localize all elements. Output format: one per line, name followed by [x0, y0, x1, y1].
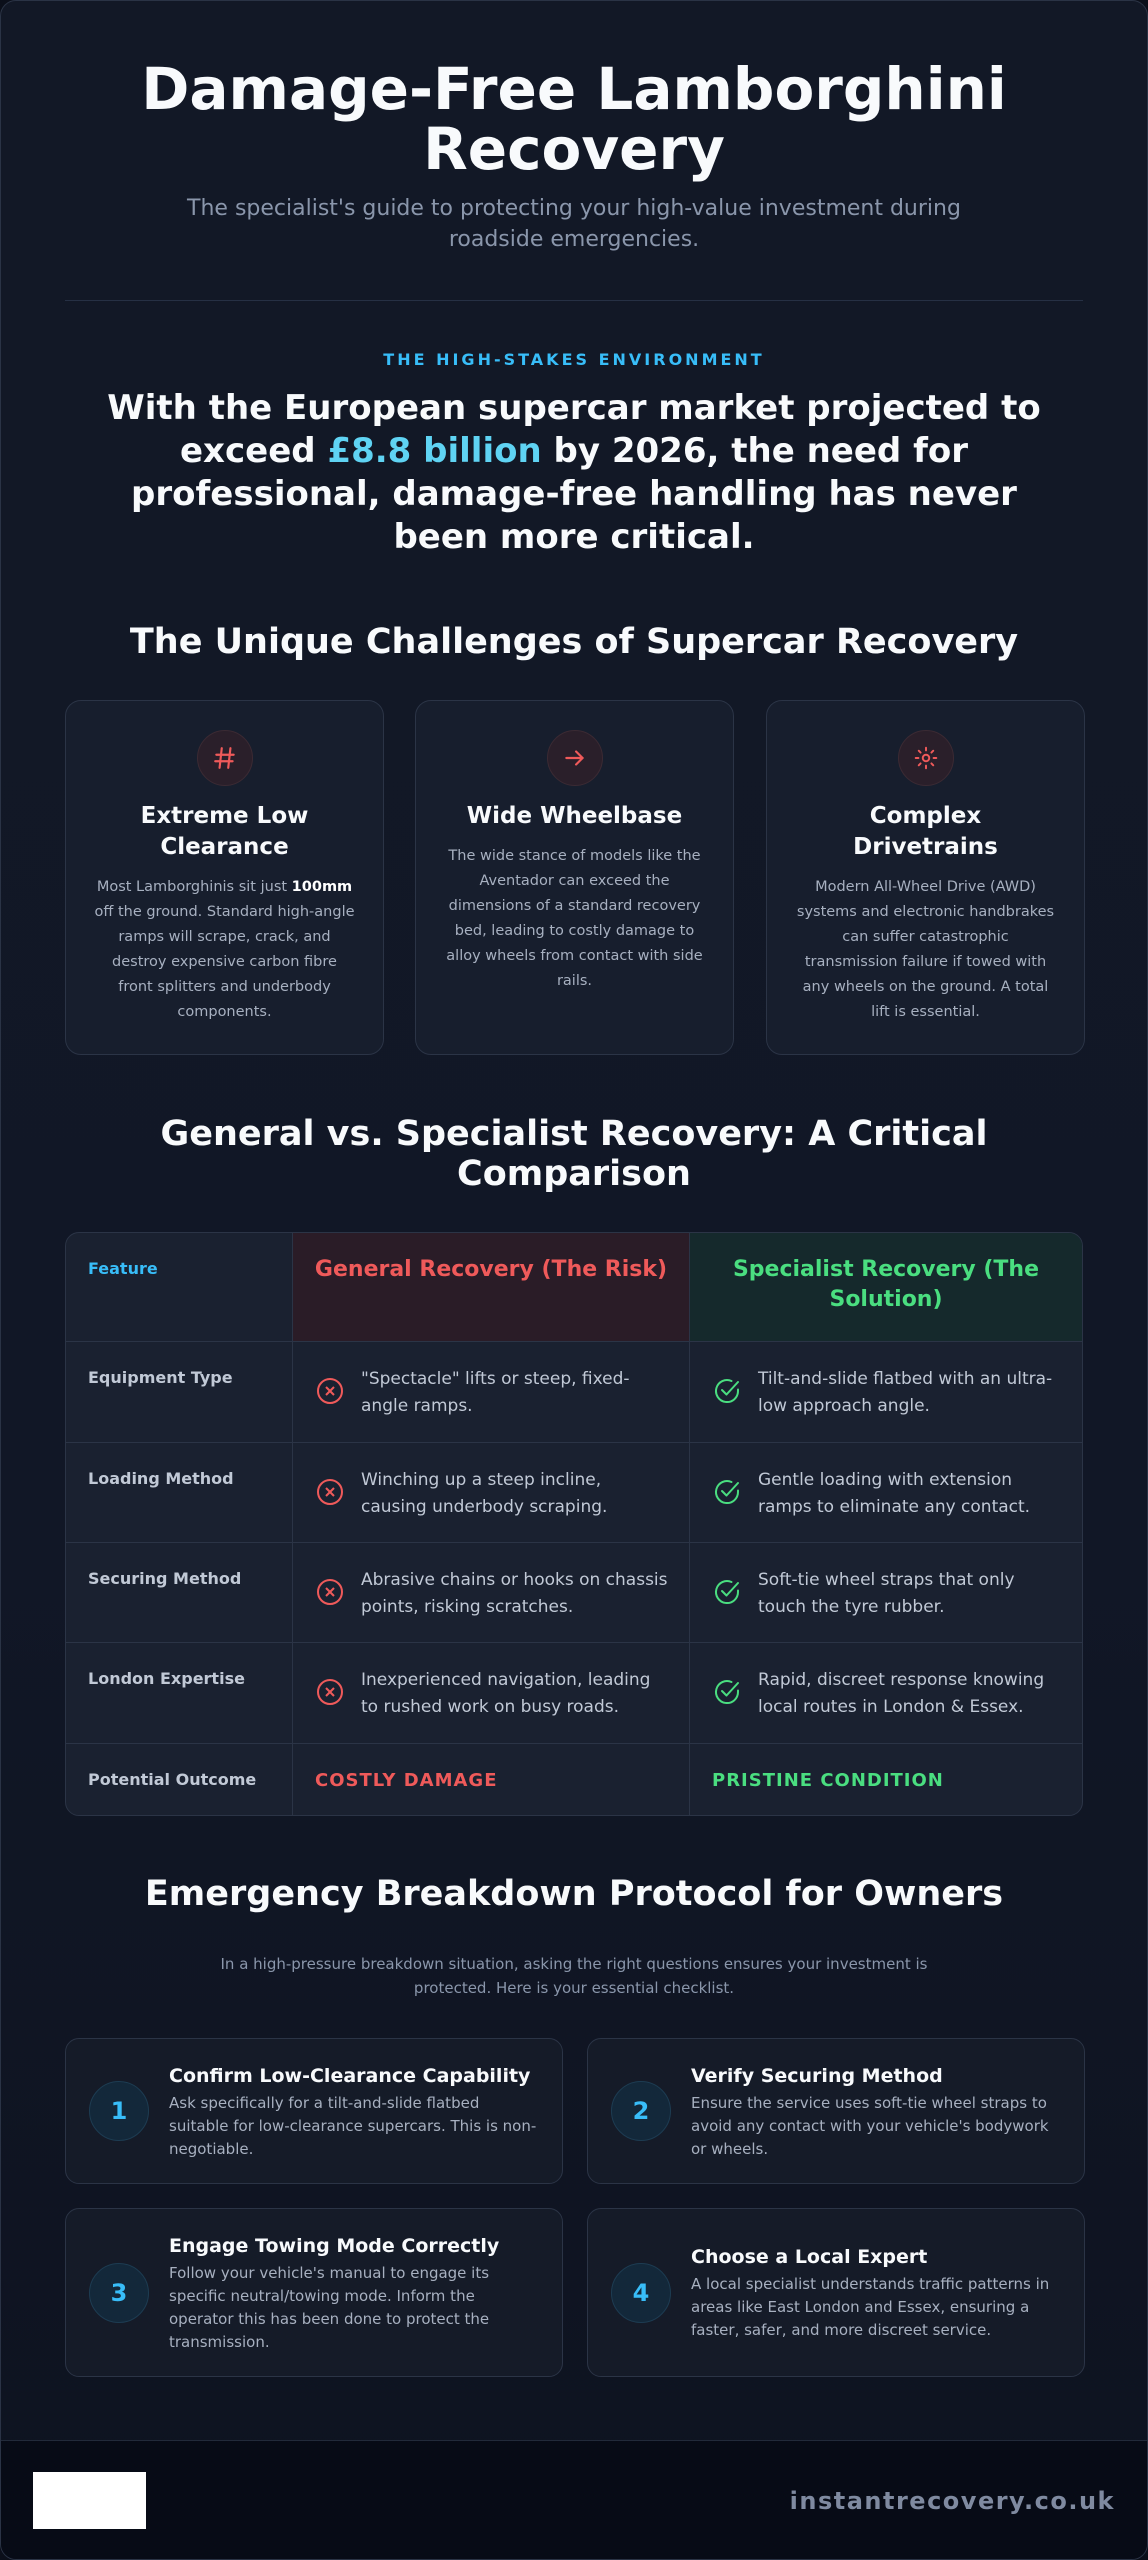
checklist-step-2: 2 Verify Securing Method Ensure the serv… [587, 2038, 1085, 2184]
step-body: Follow your vehicle's manual to engage i… [169, 2264, 490, 2351]
checklist-step-3: 3 Engage Towing Mode Correctly Follow yo… [65, 2208, 563, 2377]
feature-column-header: Feature [88, 1259, 158, 1278]
feature-cell: Securing Method [66, 1543, 293, 1642]
general-cell: "Spectacle" lifts or steep, fixed-angle … [293, 1342, 690, 1442]
check-circle-icon [715, 1480, 740, 1504]
comparison-title: General vs. Specialist Recovery: A Criti… [160, 1114, 988, 1194]
comparison-table: Feature General Recovery (The Risk) Spec… [65, 1232, 1083, 1816]
table-row: Securing Method Abrasive chains or hooks… [66, 1543, 1082, 1643]
step-number: 4 [611, 2263, 671, 2323]
general-column-header: General Recovery (The Risk) [314, 1257, 668, 1282]
challenges-title: The Unique Challenges of Supercar Recove… [129, 622, 1019, 662]
feature-cell: Potential Outcome [66, 1744, 293, 1815]
body-text-start: Most Lamborghinis sit just [96, 879, 292, 895]
check-circle-icon [715, 1379, 740, 1403]
step-body: Ask specifically for a tilt-and-slide fl… [169, 2094, 537, 2158]
check-circle-icon [715, 1680, 740, 1704]
protocol-title: Emergency Breakdown Protocol for Owners [144, 1874, 1004, 1914]
specialist-column-header: Specialist Recovery (The Solution) [732, 1257, 1040, 1312]
content-column: Damage-Free Lamborghini Recovery The spe… [65, 1, 1085, 2440]
specialist-cell-text: Gentle loading with extension ramps to e… [758, 1470, 1031, 1517]
step-number: 1 [89, 2081, 149, 2141]
table-row-outcome: Potential Outcome COSTLY DAMAGE PRISTINE… [66, 1744, 1082, 1815]
step-title: Choose a Local Expert [691, 2246, 928, 2268]
header-cell-specialist: Specialist Recovery (The Solution) [690, 1233, 1082, 1341]
page-subtitle: The specialist's guide to protecting you… [187, 196, 961, 252]
challenge-card-body: The wide stance of models like the Avent… [446, 848, 703, 989]
feature-label: Equipment Type [88, 1368, 233, 1387]
specialist-cell: Tilt-and-slide flatbed with an ultra-low… [690, 1342, 1082, 1442]
page-title: Damage-Free Lamborghini Recovery [141, 55, 1007, 183]
arrow-right-icon [546, 730, 603, 786]
table-row: Loading Method Winching up a steep incli… [66, 1443, 1082, 1543]
check-circle-icon [715, 1580, 740, 1604]
feature-label: London Expertise [88, 1669, 245, 1688]
website-link[interactable]: instantrecovery.co.uk [789, 2487, 1115, 2515]
challenge-card-title: Extreme Low Clearance [140, 803, 309, 860]
market-value-highlight: £8.8 billion [327, 431, 542, 471]
body-text-end: off the ground. Standard high-angle ramp… [94, 904, 355, 1020]
general-cell: Abrasive chains or hooks on chassis poin… [293, 1543, 690, 1642]
step-body: A local specialist understands traffic p… [691, 2275, 1050, 2339]
checklist-step-1: 1 Confirm Low-Clearance Capability Ask s… [65, 2038, 563, 2184]
challenge-card-clearance: Extreme Low Clearance Most Lamborghinis … [65, 700, 384, 1055]
challenge-card-body: Most Lamborghinis sit just 100mm off the… [94, 875, 355, 1025]
specialist-cell-text: Tilt-and-slide flatbed with an ultra-low… [758, 1369, 1053, 1416]
market-statement-start: With the European supercar market projec… [107, 388, 1041, 471]
challenge-card-body: Modern All-Wheel Drive (AWD) systems and… [796, 879, 1055, 1020]
general-cell-text: Winching up a steep incline, causing und… [361, 1470, 608, 1517]
feature-label: Securing Method [88, 1569, 242, 1588]
step-title: Engage Towing Mode Correctly [169, 2235, 500, 2257]
x-circle-icon [317, 1679, 343, 1705]
general-cell-text: Abrasive chains or hooks on chassis poin… [361, 1570, 668, 1617]
specialist-outcome: PRISTINE CONDITION [712, 1770, 944, 1791]
header-divider [65, 300, 1083, 301]
gear-icon [897, 730, 954, 786]
table-row: London Expertise Inexperienced navigatio… [66, 1643, 1082, 1744]
general-cell-text: Inexperienced navigation, leading to rus… [361, 1670, 651, 1717]
x-circle-icon [317, 1378, 343, 1404]
specialist-cell-text: Soft-tie wheel straps that only touch th… [758, 1570, 1015, 1617]
feature-cell: Loading Method [66, 1443, 293, 1542]
feature-cell: London Expertise [66, 1643, 293, 1743]
market-statement: With the European supercar market projec… [85, 387, 1063, 559]
step-body: Ensure the service uses soft-tie wheel s… [691, 2094, 1049, 2158]
general-outcome-cell: COSTLY DAMAGE [293, 1744, 690, 1815]
x-circle-icon [317, 1579, 343, 1605]
footer: instantrecovery.co.uk [1, 2440, 1147, 2559]
hash-icon [196, 730, 253, 786]
specialist-cell: Rapid, discreet response knowing local r… [690, 1643, 1082, 1743]
challenge-card-wheelbase: Wide Wheelbase The wide stance of models… [415, 700, 734, 1055]
feature-cell: Equipment Type [66, 1342, 293, 1442]
header-cell-general: General Recovery (The Risk) [293, 1233, 690, 1341]
x-circle-icon [317, 1479, 343, 1505]
section-eyebrow: THE HIGH-STAKES ENVIRONMENT [383, 350, 765, 369]
general-cell-text: "Spectacle" lifts or steep, fixed-angle … [361, 1369, 630, 1416]
step-title: Verify Securing Method [691, 2065, 943, 2087]
general-cell: Winching up a steep incline, causing und… [293, 1443, 690, 1542]
step-title: Confirm Low-Clearance Capability [169, 2065, 531, 2087]
general-outcome: COSTLY DAMAGE [315, 1770, 498, 1791]
header-cell-feature: Feature [66, 1233, 293, 1341]
feature-label: Potential Outcome [88, 1770, 257, 1789]
specialist-cell: Soft-tie wheel straps that only touch th… [690, 1543, 1082, 1642]
challenge-card-drivetrain: Complex Drivetrains Modern All-Wheel Dri… [766, 700, 1085, 1055]
challenge-card-title: Wide Wheelbase [466, 803, 683, 829]
challenge-card-title: Complex Drivetrains [853, 803, 998, 860]
checklist-step-4: 4 Choose a Local Expert A local speciali… [587, 2208, 1085, 2377]
specialist-cell-text: Rapid, discreet response knowing local r… [758, 1670, 1045, 1717]
specialist-outcome-cell: PRISTINE CONDITION [690, 1744, 1082, 1815]
step-number: 3 [89, 2263, 149, 2323]
specialist-cell: Gentle loading with extension ramps to e… [690, 1443, 1082, 1542]
step-number: 2 [611, 2081, 671, 2141]
table-row: Equipment Type "Spectacle" lifts or stee… [66, 1342, 1082, 1443]
general-cell: Inexperienced navigation, leading to rus… [293, 1643, 690, 1743]
feature-label: Loading Method [88, 1469, 234, 1488]
market-statement-end: by 2026, the need for professional, dama… [131, 431, 1017, 557]
logo-placeholder[interactable] [33, 2472, 146, 2529]
protocol-subtitle: In a high-pressure breakdown situation, … [220, 1955, 928, 1997]
clearance-value: 100mm [291, 879, 353, 895]
table-header-row: Feature General Recovery (The Risk) Spec… [66, 1233, 1082, 1342]
